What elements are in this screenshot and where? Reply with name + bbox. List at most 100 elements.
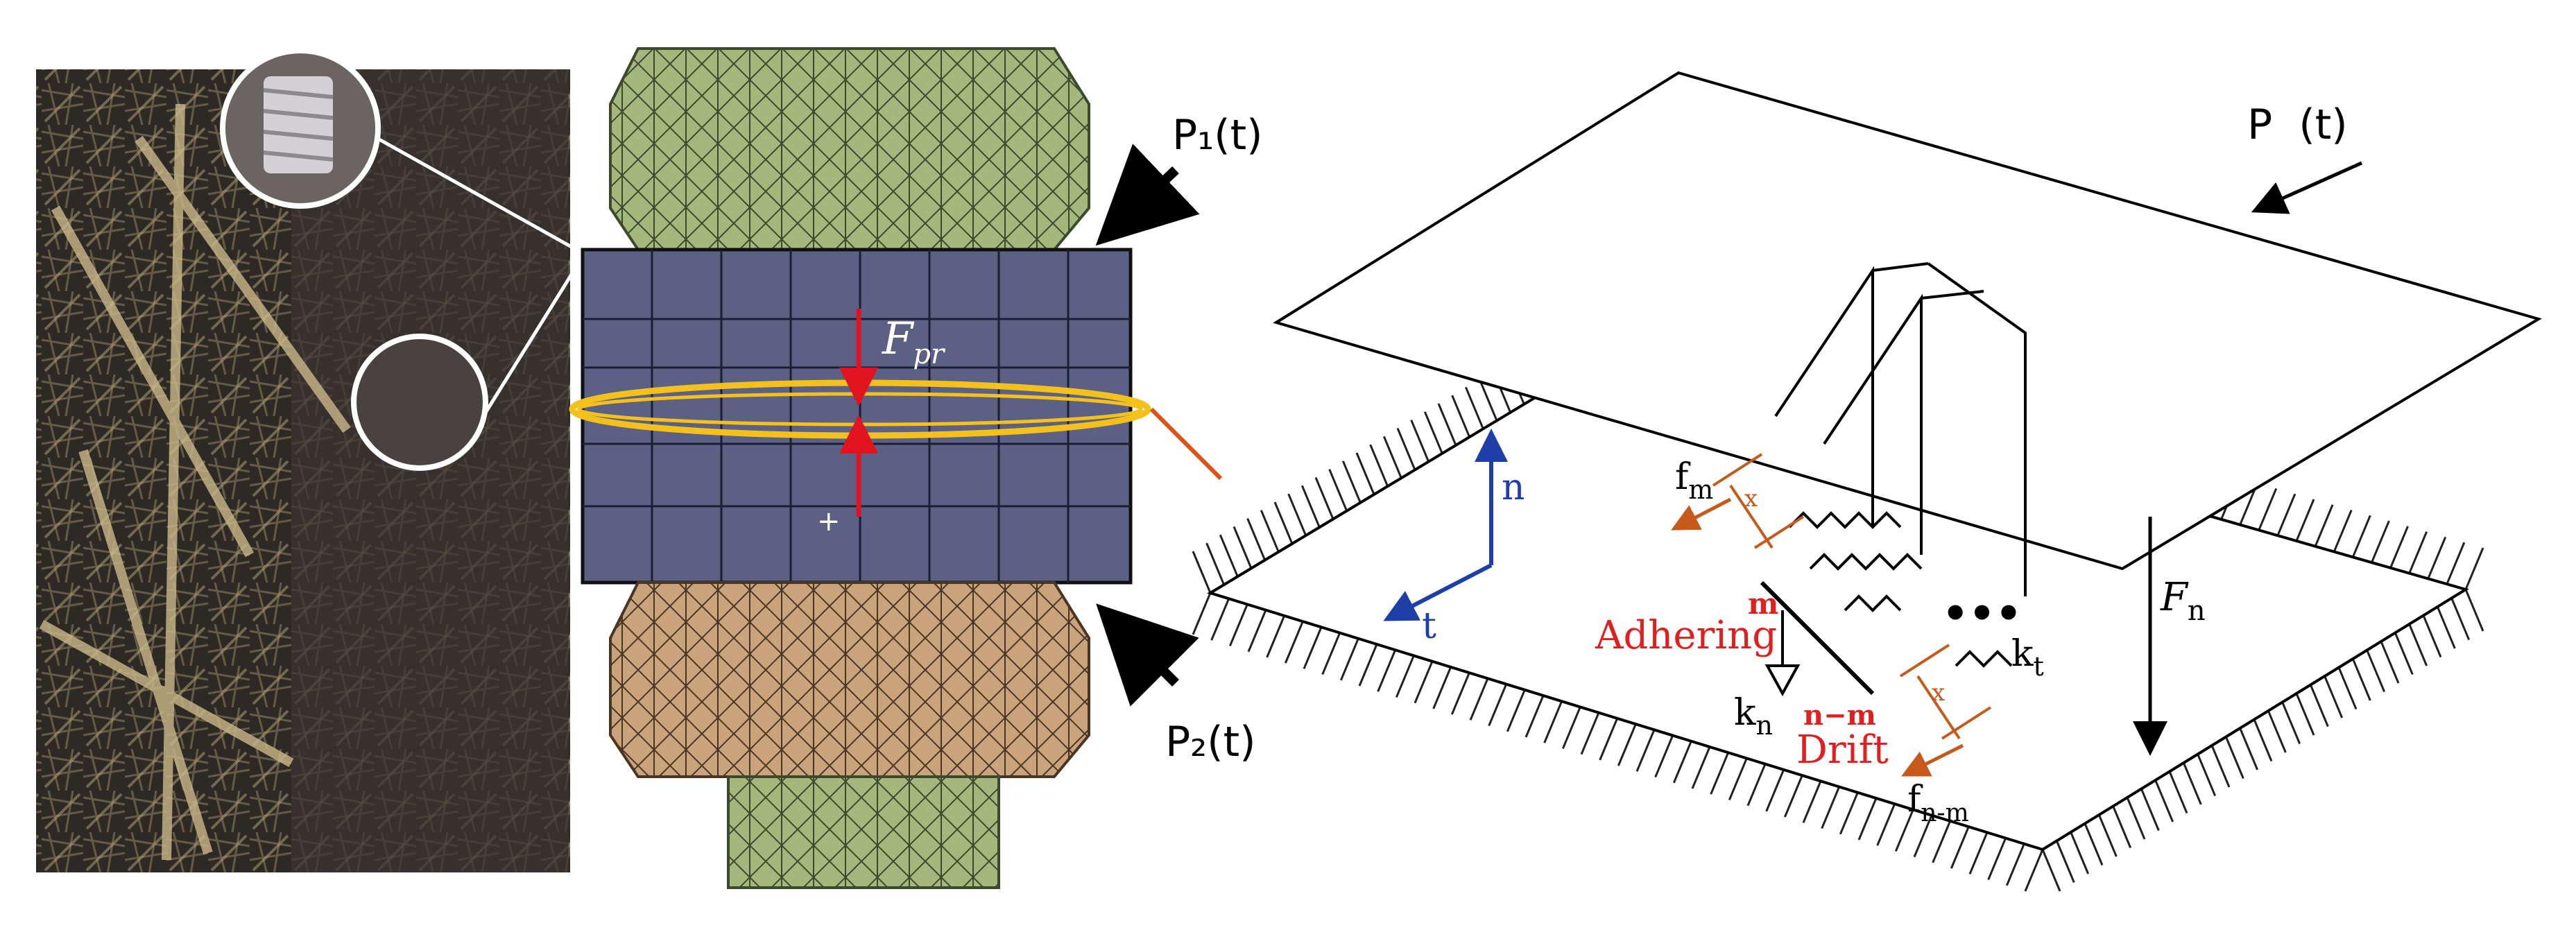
hatch-mark <box>2168 770 2188 814</box>
hatch-mark <box>1260 510 1280 553</box>
hatch-mark <box>2464 547 2484 590</box>
hatch-mark <box>1192 592 1212 635</box>
hatch-mark <box>1303 626 1323 669</box>
hatch-mark <box>1247 610 1267 653</box>
hatch-mark <box>1233 526 1253 569</box>
hatch-mark <box>2464 589 2484 632</box>
hatch-mark <box>1561 706 1581 750</box>
hatch-mark <box>2097 814 2118 857</box>
hatch-mark <box>2070 832 2090 875</box>
spring-kt <box>1955 650 2013 668</box>
p1-arrow <box>1095 144 1200 246</box>
photo-panel <box>36 48 585 872</box>
hatch-mark <box>1228 603 1248 647</box>
clamped-plate <box>581 248 1133 585</box>
nm-label: n−m <box>1803 699 1876 732</box>
hatch-mark <box>1543 700 1563 743</box>
hatch-mark <box>2154 779 2174 822</box>
hatch-mark <box>1437 403 1457 446</box>
hatch-mark <box>1913 815 1933 858</box>
hatch-mark <box>2324 675 2344 718</box>
p1-label: P₁(t) <box>1172 111 1263 160</box>
adhering-bar <box>1760 580 1875 696</box>
bristle-fins <box>1774 262 2027 596</box>
hatch-mark <box>2210 745 2231 788</box>
hatch-mark <box>1672 741 1692 784</box>
fpr-label: Fpr <box>882 313 946 370</box>
hatch-mark <box>1273 501 1294 544</box>
bolt-thread-icon <box>264 76 333 173</box>
hatch-mark <box>1857 798 1878 841</box>
hatch-mark <box>2295 693 2315 736</box>
fnm-sub: n-m <box>1921 799 1969 827</box>
hatch-mark <box>2351 515 2371 558</box>
hatch-mark <box>1396 427 1416 471</box>
hatch-mark <box>1328 469 1348 512</box>
hatch-mark <box>2197 753 2217 797</box>
hatch-mark <box>1451 395 1471 438</box>
hatch-mark <box>2084 822 2104 866</box>
hatch-mark <box>1395 655 1415 698</box>
hatch-mark <box>1968 832 1989 875</box>
hatch-mark <box>2309 684 2329 727</box>
drift-label: Drift <box>1796 727 1889 773</box>
fe-model-panel: Fpr + P₁(t) P₂(t) <box>569 47 1263 889</box>
hatch-mark <box>2394 632 2414 675</box>
hatch-mark <box>2267 710 2287 753</box>
hatch-mark <box>2427 536 2447 580</box>
kn-sub: n <box>1756 710 1773 741</box>
hatch-mark <box>1765 769 1785 812</box>
hatch-mark <box>2450 597 2471 641</box>
hatch-mark <box>1358 644 1378 687</box>
zoom-line-top <box>377 137 584 255</box>
hatch-mark <box>1341 460 1362 503</box>
hatch-mark <box>1783 775 1803 818</box>
hatch-mark <box>1246 518 1266 561</box>
m-label: m <box>1748 587 1778 621</box>
hatch-mark <box>1478 378 1498 422</box>
fm-main: f <box>1675 456 1691 498</box>
hatch-mark <box>1599 718 1619 761</box>
fn-sub: n <box>2188 595 2206 627</box>
hatch-mark <box>1210 598 1230 641</box>
p2-label: P₂(t) <box>1165 718 1256 766</box>
hatch-mark <box>2422 614 2442 658</box>
hatch-mark <box>2182 762 2202 805</box>
hatch-mark <box>2258 488 2278 531</box>
hatch-mark <box>2126 797 2146 840</box>
hatch-mark <box>1205 542 1226 585</box>
hatch-mark <box>1710 752 1730 795</box>
fn-label: Fn <box>2160 575 2206 627</box>
hatch-mark <box>2253 718 2273 762</box>
adhering-label: Adhering <box>1595 613 1777 658</box>
hatch-mark <box>2333 509 2353 553</box>
hatch-mark <box>2446 542 2466 585</box>
hatch-mark <box>2024 849 2044 892</box>
hatch-mark <box>1284 621 1304 664</box>
hatch-mark <box>2351 658 2371 701</box>
hatch-mark <box>1339 638 1359 681</box>
hatch-mark <box>2112 805 2132 849</box>
spring-dots: ••• <box>1942 589 2022 638</box>
spring-row-2 <box>1809 553 1923 571</box>
hatch-mark <box>1987 837 2007 881</box>
n-axis-label: n <box>1502 467 1525 508</box>
fn-main: F <box>2160 575 2189 620</box>
hatch-mark <box>2337 666 2358 710</box>
x-top-label: x <box>1744 485 1758 512</box>
hatch-mark <box>1369 444 1389 487</box>
top-hex-nut <box>609 47 1090 251</box>
hatch-mark <box>1300 485 1321 528</box>
hatch-mark <box>1219 534 1239 577</box>
kn-cone <box>1764 664 1801 697</box>
hatch-mark <box>2041 849 2061 892</box>
hatch-mark <box>1450 672 1470 715</box>
hatch-mark <box>1382 436 1402 479</box>
hatch-mark <box>2005 843 2025 886</box>
hatch-mark <box>2408 531 2428 574</box>
hatch-mark <box>1488 683 1508 727</box>
fnm-main: f <box>1907 779 1923 820</box>
hatch-mark <box>2224 736 2244 779</box>
hatch-mark <box>1192 551 1212 594</box>
hatch-mark <box>2366 649 2386 693</box>
